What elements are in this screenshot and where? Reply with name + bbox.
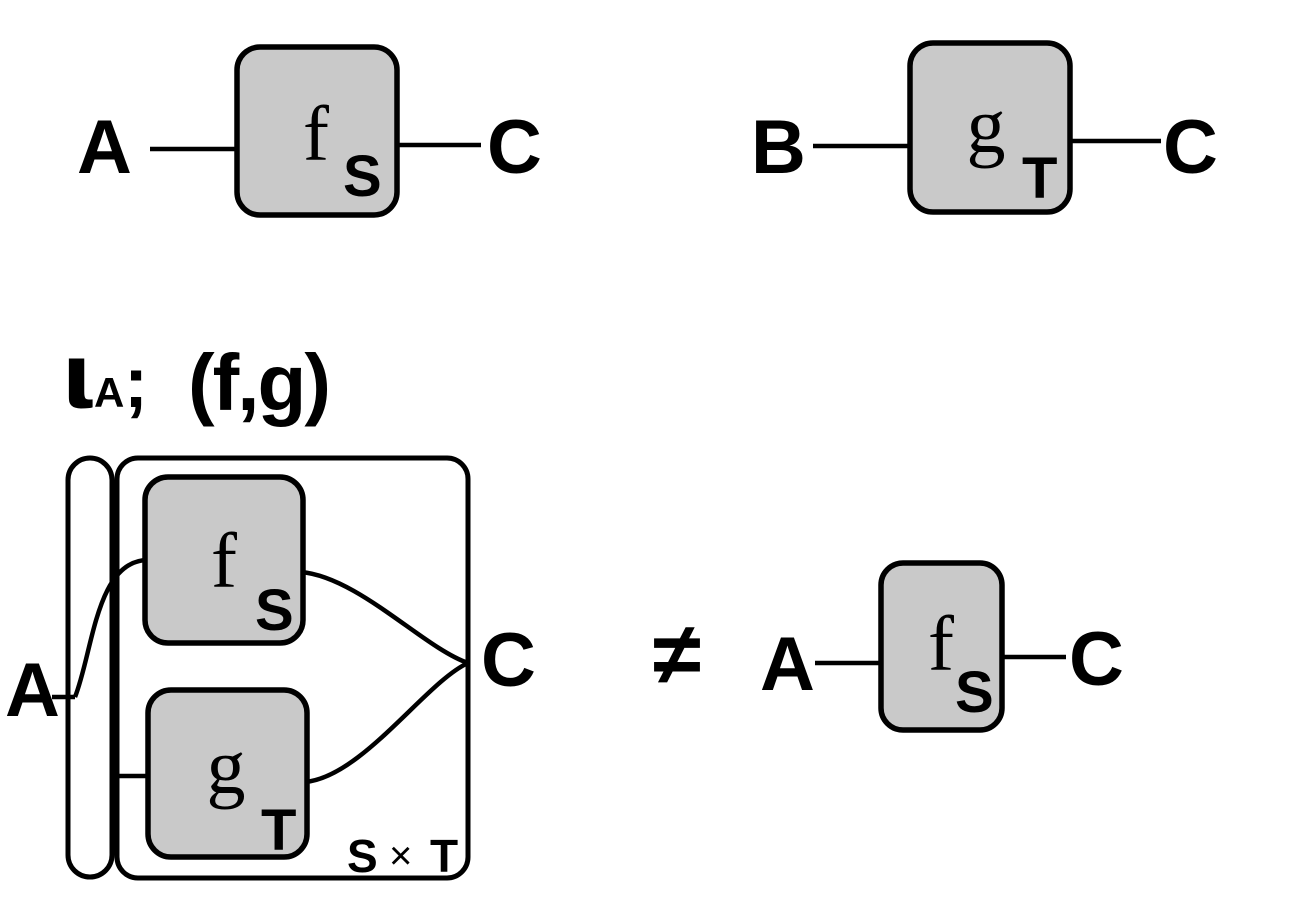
wire-label-b: B xyxy=(751,105,806,190)
box-label-f: f xyxy=(211,517,237,604)
process-box-f xyxy=(142,474,306,646)
title-iota: ι xyxy=(62,325,96,428)
process-box-g xyxy=(145,687,310,860)
box-subscript-s: S xyxy=(955,660,994,725)
wire-label-c: C xyxy=(1163,105,1218,190)
wire-label-a: A xyxy=(760,622,815,707)
wire-label-c: C xyxy=(481,618,536,703)
box-label-f: f xyxy=(928,600,954,687)
process-box-f xyxy=(234,44,400,218)
box-subscript-s: S xyxy=(343,144,382,209)
wire-label-a: A xyxy=(5,648,60,733)
region-label-times-icon: × xyxy=(389,834,412,878)
wire-copy-to-f xyxy=(72,557,149,698)
diagram-composite: A f S g T C S × T xyxy=(5,455,536,882)
diagram-generator-g: B g T C xyxy=(751,40,1218,215)
title-iota-subscript: A xyxy=(94,369,124,416)
title-semicolon: ; xyxy=(124,343,148,423)
wire-label-c: C xyxy=(1069,617,1124,702)
box-label-g: g xyxy=(207,723,246,810)
process-box-g xyxy=(907,40,1073,215)
box-label-g: g xyxy=(967,82,1006,169)
box-subscript-s: S xyxy=(255,578,294,643)
box-subscript-t: T xyxy=(261,798,296,863)
title-pairing: (f,g) xyxy=(188,338,329,427)
region-label-s: S xyxy=(347,830,378,882)
diagram-rhs-f: A f S C xyxy=(760,560,1124,733)
process-box-f xyxy=(878,560,1005,733)
box-label-f: f xyxy=(303,90,329,177)
wire-label-c: C xyxy=(487,105,542,190)
not-equal-symbol: ≠ xyxy=(653,604,701,703)
composite-title: ι A ; (f,g) xyxy=(62,325,331,428)
wire-g-to-merge xyxy=(304,660,469,785)
diagram-generator-f: A f S C xyxy=(77,44,542,218)
copy-node-pill xyxy=(65,455,115,880)
wire-label-a: A xyxy=(77,105,132,190)
box-subscript-t: T xyxy=(1022,146,1057,211)
wire-f-to-merge xyxy=(300,569,469,666)
region-label-t: T xyxy=(430,830,458,882)
